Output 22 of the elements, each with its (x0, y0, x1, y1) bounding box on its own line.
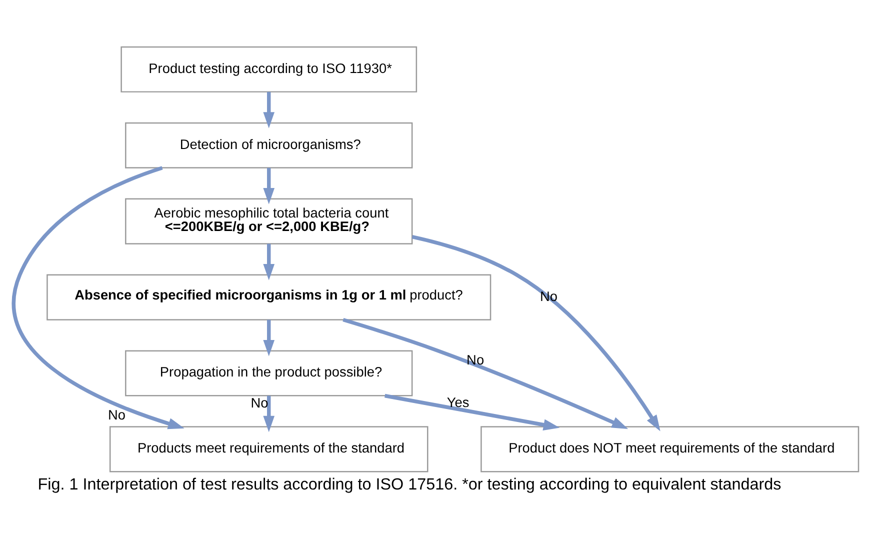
arrow (412, 234, 660, 432)
arrow (384, 394, 560, 430)
edge-label: No (250, 395, 268, 410)
arrow (263, 92, 275, 128)
node-box: Products meet requirements of the standard (109, 426, 428, 472)
arrow (12, 166, 184, 430)
node-box: Product does NOT meet requirements of the standard (480, 426, 860, 472)
caption: Fig. 1 Interpretation of test results according to ISO 17516. *or testing according to equivalent standards (38, 476, 782, 494)
edge-label: Yes (446, 395, 470, 410)
node-box: Product testing according to ISO 11930* (120, 46, 418, 92)
edge-label: No (108, 407, 126, 422)
arrow (263, 320, 275, 356)
edge-label: No (466, 352, 484, 368)
arrow (342, 318, 628, 429)
arrow (263, 396, 275, 432)
node-box: Aerobic mesophilic total bacteria count <=200KBE/g or <=2,000 KBE/g? (125, 198, 413, 244)
arrow (263, 168, 275, 204)
node-box: Detection of microorganisms? (125, 122, 413, 168)
node-box: Propagation in the product possible? (125, 350, 413, 396)
node-box: Absence of specified microorganisms in 1g or 1 ml product? (46, 274, 492, 320)
edge-label: No (540, 289, 558, 304)
arrow (263, 244, 275, 280)
